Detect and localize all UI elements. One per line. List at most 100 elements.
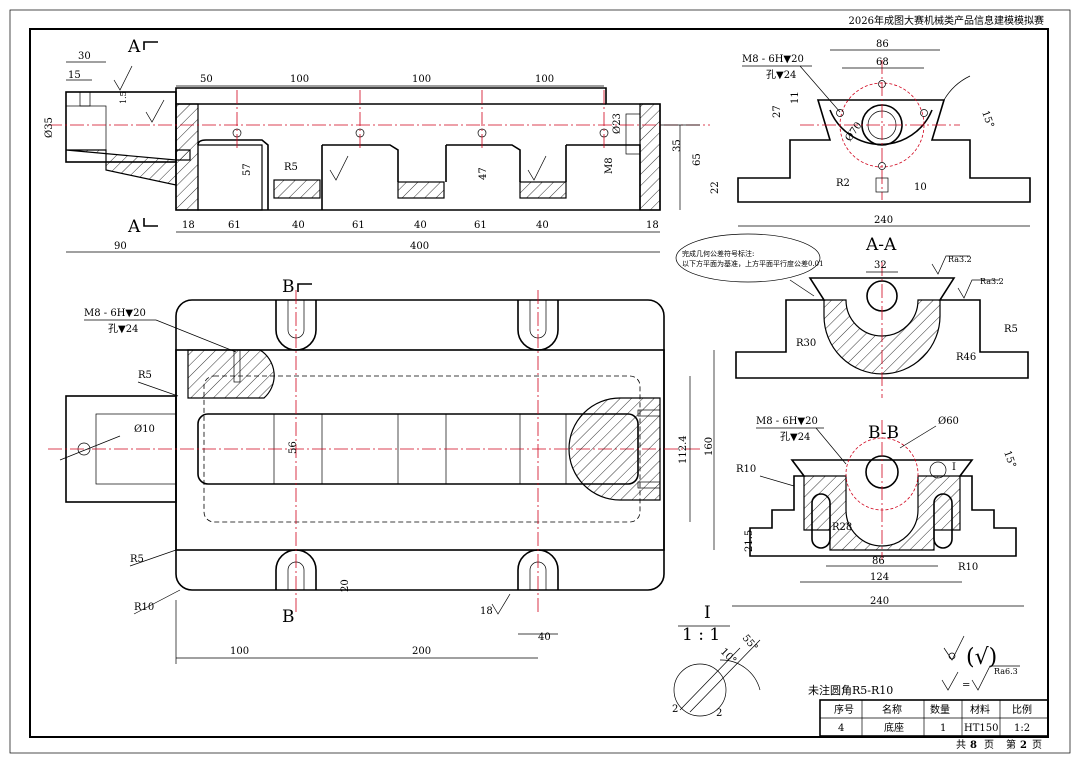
- dim-100-a: 100: [290, 74, 309, 85]
- detail-angle-55: 55°: [740, 633, 760, 654]
- dim-r10-top: R10: [134, 602, 154, 613]
- front-hatch-right: [639, 103, 661, 211]
- dim-40-b: 40: [414, 220, 427, 231]
- dim-50: 50: [200, 74, 213, 85]
- dim-diameter-23: Ø23: [612, 113, 623, 134]
- detail-dim-2-a: 2: [672, 704, 678, 715]
- roughness-18: 18: [480, 606, 493, 617]
- sheet-header-title: 2026年成图大赛机械类产品信息建模模拟赛: [849, 14, 1044, 27]
- dim-61-c: 61: [474, 220, 487, 231]
- roughness-symbol-icon: [943, 635, 965, 661]
- dim-18-right: 18: [646, 220, 659, 231]
- dim-21-5: 21.5: [744, 530, 755, 552]
- dim-diameter-35: Ø35: [44, 117, 55, 138]
- footer-page-unit: 页: [1032, 739, 1042, 751]
- roughness-ra32-b: Ra3.2: [980, 277, 1004, 286]
- tb-row-name: 底座: [884, 721, 904, 734]
- dim-65-right: 65: [692, 153, 703, 166]
- roughness-legend: (√) = Ra6.3: [941, 635, 1020, 691]
- section-mark-b-bottom: B: [282, 607, 295, 627]
- top-hole-depth: 孔▼24: [108, 323, 138, 335]
- dim-40-c: 40: [536, 220, 549, 231]
- dim-18-left: 18: [182, 220, 195, 231]
- dim-61-a: 61: [228, 220, 241, 231]
- dim-57: 57: [242, 163, 253, 176]
- dim-diameter-10: Ø10: [134, 424, 155, 435]
- dim-68-side: 68: [876, 57, 889, 68]
- tb-header-scale: 比例: [1012, 703, 1032, 716]
- dim-86-side: 86: [876, 39, 889, 50]
- dim-47: 47: [478, 167, 489, 180]
- front-hatch-wall: [175, 103, 199, 211]
- roughness-ra32-a: Ra3.2: [948, 255, 972, 264]
- detail-angle-10: 10°: [718, 646, 738, 666]
- section-mark-a-top: A: [127, 37, 141, 57]
- dim-1-5: 1.5: [119, 91, 128, 104]
- page-footer: 共 8 页 第 2 页: [956, 738, 1042, 751]
- top-view: B B M8 - 6H▼20 孔▼24 R5 R5 R10 Ø10 56 112…: [48, 277, 715, 664]
- front-rib-2: [397, 181, 445, 199]
- tolerance-note-line2: 以下方平面为基准，上方平面平行度公差0.01: [682, 259, 824, 268]
- roughness-ra63: Ra6.3: [994, 667, 1018, 676]
- dim-r5-aa: R5: [1004, 324, 1018, 335]
- tolerance-note-line1: 完成几何公差符号标注:: [682, 249, 754, 258]
- section-mark-a-bottom: A: [127, 217, 141, 237]
- tb-row-qty: 1: [940, 723, 946, 734]
- dim-61-b: 61: [352, 220, 365, 231]
- tb-row-no: 4: [838, 723, 844, 734]
- footer-page: 2: [1020, 740, 1027, 751]
- dim-100-b: 100: [412, 74, 431, 85]
- tb-header-qty: 数量: [930, 703, 950, 716]
- top-partial-hatch-left: [187, 349, 275, 399]
- dim-400: 400: [410, 241, 429, 252]
- dim-r28: R28: [832, 522, 852, 533]
- dim-240-side: 240: [874, 215, 893, 226]
- dim-r2-side: R2: [836, 178, 850, 189]
- footer-total-unit: 页: [984, 739, 994, 751]
- dim-11-side: 11: [790, 91, 801, 104]
- detail-scale: 1 : 1: [682, 625, 720, 645]
- side-thread-callout: M8 - 6H▼20: [742, 54, 804, 65]
- outer-border: [9, 9, 1071, 754]
- dim-30: 30: [78, 51, 91, 62]
- tb-row-material: HT150: [964, 723, 998, 734]
- roughness-equals: =: [962, 680, 970, 691]
- angle-15-bb: 15°: [1001, 449, 1017, 469]
- dim-40-top: 40: [538, 632, 551, 643]
- section-bb-view: B-B M8 - 6H▼20 孔▼24 Ø60 I 15° R10 R28 R1…: [732, 416, 1024, 607]
- dim-112-4: 112.4: [678, 435, 689, 464]
- dim-r5-front: R5: [284, 162, 298, 173]
- dim-10-side: 10: [914, 182, 927, 193]
- section-bb-hatch: [803, 475, 961, 551]
- angle-15-side: 15°: [979, 109, 995, 129]
- footer-page-prefix: 第: [1006, 738, 1016, 751]
- dim-124-bb: 124: [870, 572, 889, 583]
- tolerance-note-balloon: [675, 233, 821, 283]
- top-thread-callout: M8 - 6H▼20: [84, 308, 146, 319]
- dim-240-bb: 240: [870, 596, 889, 607]
- dim-32: 32: [874, 260, 887, 271]
- detail-view: I 1 : 1 55° 10° 2 2: [672, 603, 761, 719]
- title-block: 序号 名称 数量 材料 比例 4 底座 1 HT150 1:2: [819, 699, 1049, 737]
- footer-total-prefix: 共: [956, 739, 966, 751]
- front-hatch-left: [65, 149, 191, 186]
- dim-r5-top-b: R5: [130, 554, 144, 565]
- dim-m8-front: M8: [604, 157, 615, 174]
- side-outline: [737, 99, 1031, 203]
- dim-r46: R46: [956, 352, 976, 363]
- front-view: A A 30 15 50 100 100 100 18 61 40 61 40 …: [44, 37, 721, 253]
- tb-header-material: 材料: [970, 703, 990, 716]
- section-aa-title: A-A: [865, 235, 897, 255]
- section-mark-b-top: B: [282, 277, 295, 297]
- dim-200-top: 200: [412, 646, 431, 657]
- tb-row-scale: 1:2: [1014, 723, 1030, 734]
- side-view: 86 68 240 27 11 Ø70 15° R2 10 M8 - 6H▼20…: [737, 39, 1031, 227]
- dim-40-a: 40: [292, 220, 305, 231]
- dim-35-right: 35: [672, 139, 683, 152]
- detail-mark-i: I: [952, 462, 956, 473]
- dim-90: 90: [114, 241, 127, 252]
- tb-header-no: 序号: [834, 703, 854, 716]
- section-bb-title: B-B: [868, 423, 899, 443]
- top-partial-hatch-right: [568, 397, 661, 501]
